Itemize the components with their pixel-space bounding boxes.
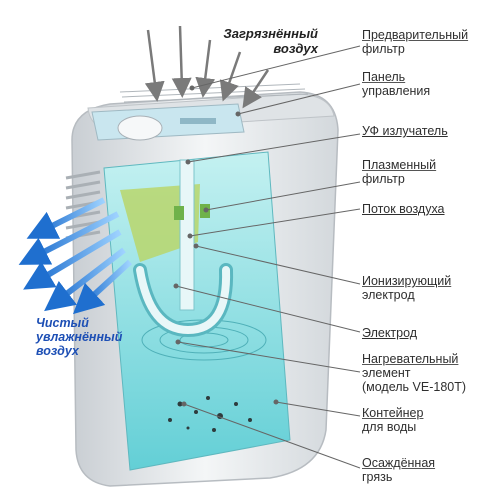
label-air-flow: Поток воздуха bbox=[362, 202, 445, 216]
label-control-panel: Панель управления bbox=[362, 70, 430, 98]
label-ionizing-electrode-line-1: Ионизирующий bbox=[362, 274, 452, 288]
clean-air-line-1: Чистый bbox=[36, 316, 89, 330]
label-plasma-filter-line-1: Плазменный bbox=[362, 158, 437, 172]
dirty-air-callout: Загрязнённый воздух bbox=[214, 26, 318, 56]
clean-air-arrows bbox=[18, 197, 133, 315]
label-electrode-line-1: Электрод bbox=[362, 326, 418, 340]
label-plasma-filter-line-2: фильтр bbox=[362, 172, 405, 186]
label-heating-element: Нагревательный элемент (модель VE-180T) bbox=[362, 352, 466, 394]
label-heating-element-line-1: Нагревательный bbox=[362, 352, 459, 366]
label-uv-emitter: УФ излучатель bbox=[362, 124, 448, 138]
control-panel-shape bbox=[91, 103, 245, 141]
label-heating-element-line-2: элемент bbox=[362, 366, 411, 380]
label-uv-emitter-line-1: УФ излучатель bbox=[362, 124, 448, 138]
label-water-container-line-2: для воды bbox=[362, 420, 417, 434]
label-control-panel-line-1: Панель bbox=[362, 70, 406, 84]
label-water-container: Контейнер для воды bbox=[362, 406, 423, 434]
label-ionizing-electrode: Ионизирующий электрод bbox=[362, 274, 451, 302]
label-plasma-filter: Плазменный фильтр bbox=[362, 158, 436, 186]
label-pre-filter: Предварительный фильтр bbox=[362, 28, 468, 56]
label-pre-filter-line-1: Предварительный bbox=[362, 28, 469, 42]
label-air-flow-line-1: Поток воздуха bbox=[362, 202, 445, 216]
label-sediment-line-2: грязь bbox=[362, 470, 393, 484]
leader-lines bbox=[173, 45, 361, 469]
clean-air-callout: Чистый увлажнённый воздух bbox=[36, 316, 146, 358]
label-electrode: Электрод bbox=[362, 326, 417, 340]
label-pre-filter-line-2: фильтр bbox=[362, 42, 405, 56]
label-control-panel-line-2: управления bbox=[362, 84, 431, 98]
label-heating-element-line-3: (модель VE-180T) bbox=[362, 380, 467, 394]
dirty-air-arrows bbox=[144, 25, 270, 109]
label-water-container-line-1: Контейнер bbox=[362, 406, 424, 420]
label-ionizing-electrode-line-2: электрод bbox=[362, 288, 415, 302]
label-sediment: Осаждённая грязь bbox=[362, 456, 435, 484]
air-tube bbox=[133, 159, 234, 338]
clean-air-line-2: увлажнённый bbox=[36, 330, 123, 344]
clean-air-line-3: воздух bbox=[36, 344, 79, 358]
dirty-air-line-1: Загрязнённый bbox=[223, 26, 318, 41]
label-sediment-line-1: Осаждённая bbox=[362, 456, 436, 470]
dirty-air-line-2: воздух bbox=[273, 41, 318, 56]
